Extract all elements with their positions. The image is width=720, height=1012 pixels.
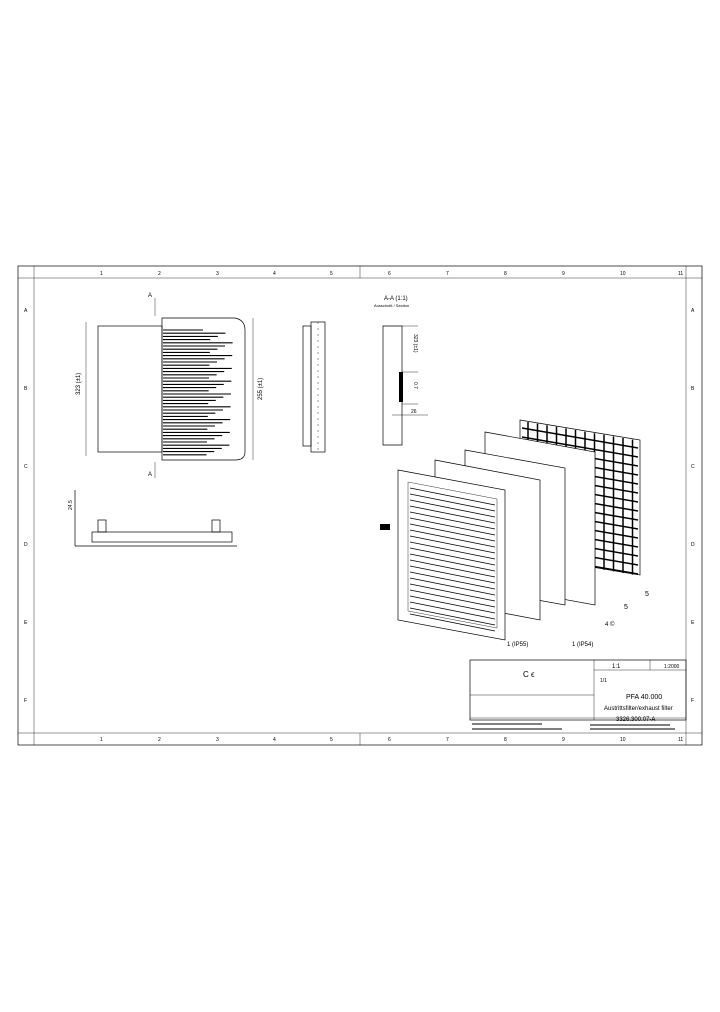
svg-text:A: A (691, 308, 695, 314)
front-view: 323 (±1) 255 (±1) A A (76, 293, 264, 478)
slat-line (409, 595, 496, 614)
slat-line (409, 601, 496, 620)
svg-text:11: 11 (678, 737, 683, 743)
svg-text:B: B (691, 386, 695, 392)
svg-text:7: 7 (446, 737, 449, 743)
callout-ip54: 1 (IP54) (572, 642, 593, 648)
svg-text:11: 11 (678, 271, 683, 277)
svg-text:C: C (24, 464, 28, 470)
svg-text:3: 3 (216, 271, 219, 277)
grid-line (521, 436, 639, 458)
svg-text:F: F (24, 698, 27, 704)
dim-height-left: 323 (±1) (76, 373, 82, 395)
svg-text:3: 3 (216, 737, 219, 743)
svg-text:B: B (24, 386, 28, 392)
slat-line (409, 589, 496, 608)
svg-text:2: 2 (158, 737, 161, 743)
dim-width-right: 255 (±1) (258, 378, 264, 400)
svg-text:E: E (24, 620, 28, 626)
slat-line (409, 505, 496, 524)
dim-side: 24.5 (68, 500, 74, 510)
row-letters: A B C D E F A B C D E F (24, 308, 695, 704)
slat-line (409, 529, 496, 548)
svg-text:7: 7 (446, 271, 449, 277)
svg-text:9: 9 (562, 271, 565, 277)
bottom-view: 24.5 (68, 490, 237, 547)
ce-mark: C ϵ (523, 670, 535, 679)
svg-text:D: D (691, 542, 695, 548)
section-title: A-A (1:1) (384, 296, 408, 302)
svg-text:F: F (691, 698, 694, 704)
dim-section-b: 0.7 (412, 382, 418, 389)
slat-line (409, 559, 496, 578)
svg-text:6: 6 (388, 271, 391, 277)
callout-5b: 5 (624, 604, 628, 611)
svg-text:1: 1 (100, 271, 103, 277)
svg-text:10: 10 (620, 737, 626, 743)
svg-text:D: D (24, 542, 28, 548)
callout-4: 4 © (605, 621, 615, 628)
drawing-number: 3326.300.07-A (616, 717, 655, 723)
svg-text:4: 4 (273, 737, 276, 743)
slat-line (409, 547, 496, 566)
slat-line (409, 613, 496, 632)
svg-text:10: 10 (620, 271, 626, 277)
section-marker-top: A (148, 293, 152, 299)
svg-text:E: E (691, 620, 695, 626)
slat-line (409, 517, 496, 536)
section-view: A-A (1:1) Ausschnitt / Section 323 (±1) … (374, 296, 428, 446)
scale: 1:2000 (664, 664, 680, 670)
callout-5a: 5 (645, 591, 649, 598)
title-block: C ϵ 1:1 1:2000 1/1 PFA 40.000 Austrittsf… (469, 659, 687, 730)
slat-line (409, 487, 496, 506)
slat-line (409, 577, 496, 596)
column-numbers-bottom: 1 2 3 4 5 6 7 8 9 10 11 (100, 737, 683, 743)
svg-text:6: 6 (388, 737, 391, 743)
svg-text:9: 9 (562, 737, 565, 743)
svg-text:5: 5 (330, 737, 333, 743)
section-marker-bottom: A (148, 472, 152, 478)
svg-text:1: 1 (100, 737, 103, 743)
slat-line (409, 565, 496, 584)
slat-line (409, 499, 496, 518)
callout-ip55: 1 (IP55) (507, 642, 528, 648)
svg-text:A: A (24, 308, 28, 314)
svg-text:5: 5 (330, 271, 333, 277)
sheet-number: 1/1 (600, 678, 607, 684)
side-view (302, 321, 326, 453)
part-number: PFA 40.000 (626, 694, 662, 701)
column-numbers-top: 1 2 3 4 5 6 7 8 9 10 11 (100, 271, 683, 277)
slat-line (409, 493, 496, 512)
slat-line (409, 583, 496, 602)
slat-line (409, 523, 496, 542)
slat-line (409, 607, 496, 626)
svg-text:8: 8 (504, 271, 507, 277)
dim-section-a: 323 (±1) (412, 334, 418, 353)
slat-line (409, 541, 496, 560)
svg-text:4: 4 (273, 271, 276, 277)
svg-text:8: 8 (504, 737, 507, 743)
svg-text:C: C (691, 464, 695, 470)
slat-line (409, 511, 496, 530)
dim-depth: 26 (411, 409, 417, 415)
svg-text:2: 2 (158, 271, 161, 277)
slat-line (409, 571, 496, 590)
grid-line (521, 427, 639, 449)
slat-line (409, 535, 496, 554)
sheet-code: 1:1 (612, 664, 621, 670)
slat-line (409, 553, 496, 572)
exploded-view: 5 5 4 © 1 (IP55) 1 (IP54) (380, 419, 649, 648)
section-subtitle: Ausschnitt / Section (374, 303, 409, 308)
description: Austrittsfilter/exhaust filter (604, 706, 673, 712)
